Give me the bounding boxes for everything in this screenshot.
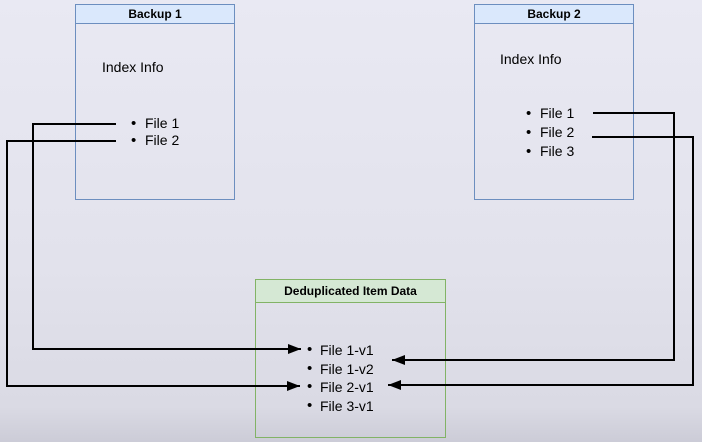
list-item-backup2-file1: File 1 [526, 104, 574, 123]
list-item-file3-v1: File 3-v1 [307, 397, 374, 416]
backup2-header: Backup 2 [475, 5, 633, 24]
backup1-file-list: File 1 File 2 [131, 115, 179, 149]
list-item-file1-v1: File 1-v1 [307, 341, 374, 360]
backup1-index-info-label: Index Info [102, 59, 164, 75]
list-item-backup1-file1: File 1 [131, 115, 179, 132]
list-item-file1-v2: File 1-v2 [307, 360, 374, 379]
backup2-index-info-label: Index Info [500, 51, 562, 67]
dedup-title: Deduplicated Item Data [284, 284, 417, 298]
backup1-title: Backup 1 [128, 7, 182, 21]
deduplicated-item-data-box: Deduplicated Item Data File 1-v1 File 1-… [255, 279, 446, 438]
dedup-item-list: File 1-v1 File 1-v2 File 2-v1 File 3-v1 [307, 341, 374, 415]
list-item-backup1-file2: File 2 [131, 132, 179, 149]
list-item-backup2-file3: File 3 [526, 142, 574, 161]
dedup-header: Deduplicated Item Data [256, 280, 445, 303]
backup1-box: Backup 1 Index Info File 1 File 2 [75, 4, 235, 200]
backup2-file-list: File 1 File 2 File 3 [526, 104, 574, 161]
backup1-header: Backup 1 [76, 5, 234, 24]
list-item-backup2-file2: File 2 [526, 123, 574, 142]
backup2-title: Backup 2 [527, 7, 581, 21]
backup2-box: Backup 2 Index Info File 1 File 2 File 3 [474, 4, 634, 200]
list-item-file2-v1: File 2-v1 [307, 378, 374, 397]
